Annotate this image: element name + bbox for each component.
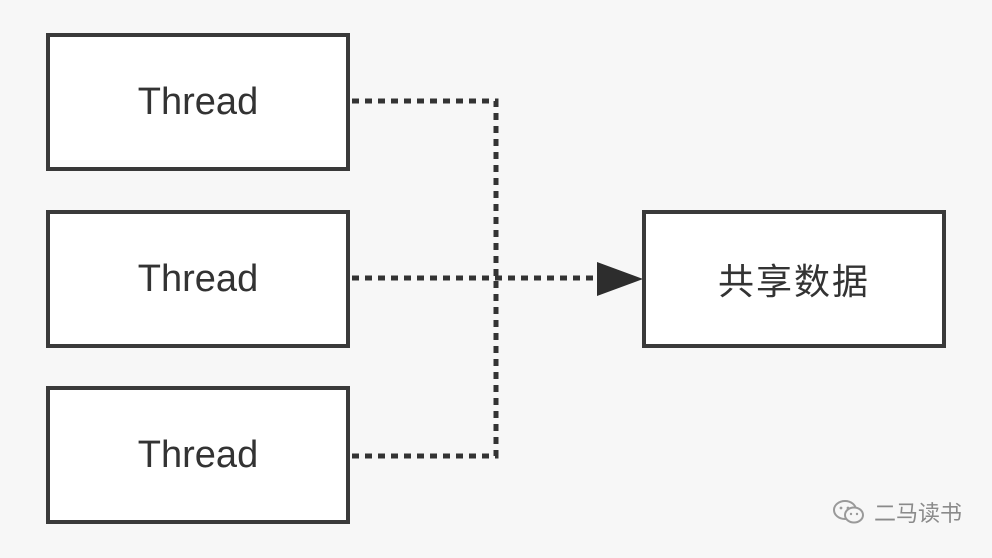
shared-data-box: 共享数据 bbox=[642, 210, 946, 348]
connector-thread-1 bbox=[352, 98, 499, 278]
arrowhead-icon bbox=[597, 262, 643, 296]
thread-label: Thread bbox=[137, 257, 259, 300]
thread-box: Thread bbox=[46, 386, 350, 524]
thread-label: Thread bbox=[137, 80, 259, 123]
watermark: 二马读书 bbox=[832, 496, 962, 528]
wechat-icon bbox=[832, 500, 864, 524]
thread-box: Thread bbox=[46, 33, 350, 171]
shared-data-label: 共享数据 bbox=[717, 261, 870, 302]
connector-thread-3 bbox=[352, 278, 499, 459]
watermark-text: 二马读书 bbox=[873, 501, 962, 526]
thread-label: Thread bbox=[137, 433, 259, 476]
thread-box: Thread bbox=[46, 210, 350, 348]
